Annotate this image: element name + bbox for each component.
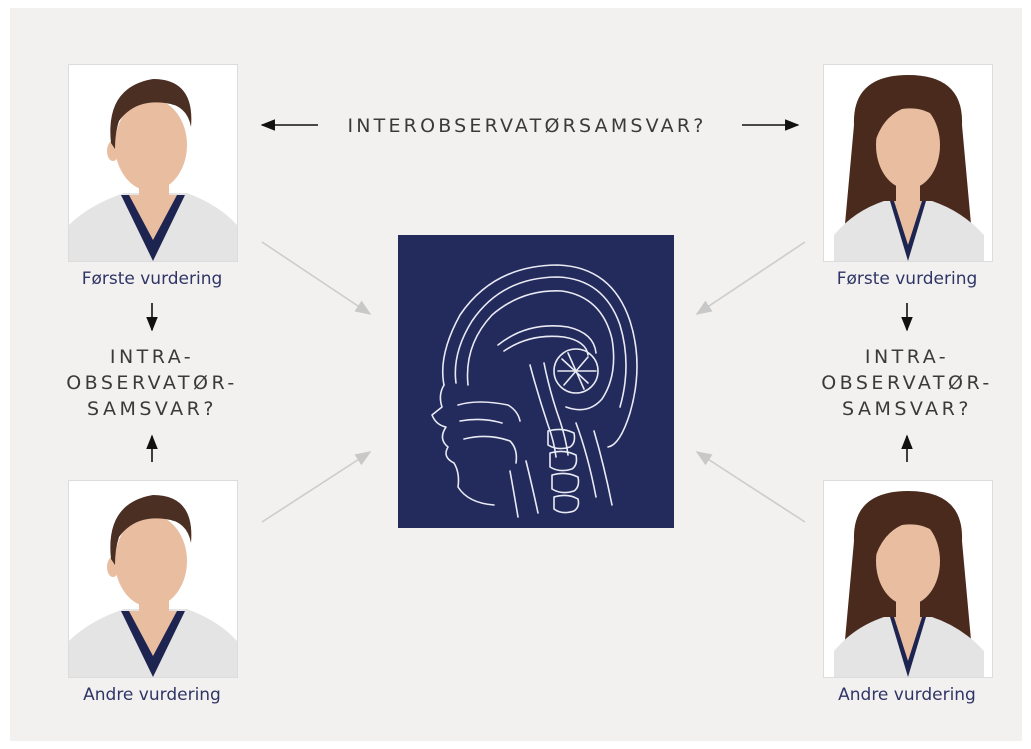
right-intra-observer-label: INTRA- OBSERVATØR- SAMSVAR? — [813, 344, 1001, 422]
mri-scan-panel — [398, 235, 674, 528]
arrow-to-scan-bottom-right — [695, 451, 806, 523]
female-doctor-icon — [834, 491, 984, 677]
left-intra-observer-label: INTRA- OBSERVATØR- SAMSVAR? — [58, 344, 246, 422]
head-mri-scan-icon — [431, 264, 638, 518]
female-doctor-first-portrait — [823, 64, 993, 262]
intra-line-2: OBSERVATØR- — [66, 372, 238, 394]
intra-line-1: INTRA- — [109, 346, 195, 368]
arrow-to-scan-bottom-left — [261, 451, 372, 523]
male-doctor-icon — [69, 79, 237, 261]
female-doctor-second-portrait — [823, 480, 993, 678]
left-first-caption: Første vurdering — [81, 269, 223, 289]
intra-line-3: SAMSVAR? — [87, 398, 217, 420]
arrow-to-scan-top-right — [695, 241, 806, 315]
arrow-to-scan-top-left — [261, 241, 372, 315]
male-doctor-second-portrait — [68, 480, 238, 678]
male-doctor-icon — [69, 495, 237, 677]
left-second-caption: Andre vurdering — [83, 685, 221, 705]
intra-line-2: OBSERVATØR- — [821, 372, 993, 394]
intra-line-3: SAMSVAR? — [842, 398, 972, 420]
interobserver-title: INTEROBSERVATØRSAMSVAR? — [347, 115, 707, 137]
female-doctor-icon — [834, 75, 984, 261]
intra-line-1: INTRA- — [864, 346, 950, 368]
right-first-caption: Første vurdering — [836, 269, 978, 289]
male-doctor-first-portrait — [68, 64, 238, 262]
right-second-caption: Andre vurdering — [838, 685, 976, 705]
